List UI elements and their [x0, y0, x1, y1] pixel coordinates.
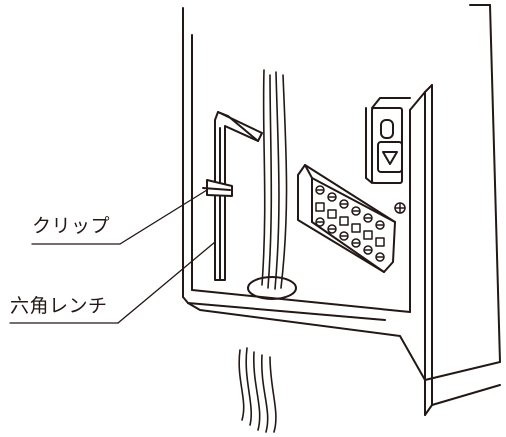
- clip: [202, 179, 233, 197]
- clip-label: クリップ: [32, 215, 111, 237]
- clip-leader-diag: [119, 189, 208, 245]
- hex-wrench-label: 六角レンチ: [10, 295, 108, 317]
- cable-hole: [247, 276, 297, 300]
- cables-upper: [261, 69, 288, 290]
- enclosure-box: [182, 4, 501, 416]
- control-panel: [365, 97, 411, 184]
- terminal-block: [297, 164, 406, 273]
- wrench-leader-diag: [117, 241, 216, 324]
- cables-lower: [238, 347, 277, 433]
